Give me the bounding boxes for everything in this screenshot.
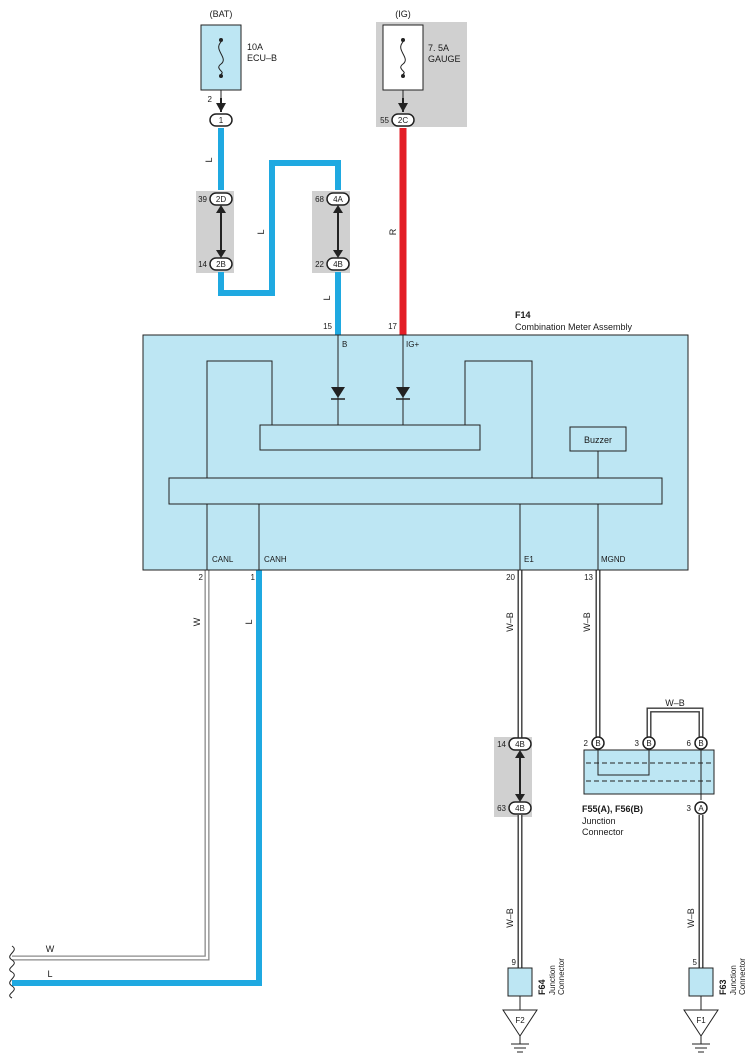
bat-source-label: (BAT) <box>210 9 233 19</box>
meter-pin-b: 15 <box>323 322 332 331</box>
meter-inner-block <box>259 424 481 451</box>
ig-fuse: (IG) 7. 5A GAUGE <box>382 9 461 102</box>
meter-name: Combination Meter Assembly <box>515 322 633 332</box>
meter-terminal-ig: IG+ <box>406 340 419 349</box>
meter-terminal-mgnd: MGND <box>601 555 626 564</box>
wire-break-l-icon <box>9 971 15 999</box>
ig-source-label: (IG) <box>395 9 411 19</box>
wire-label-f63: W–B <box>686 908 696 928</box>
meter-terminal-canl: CANL <box>212 555 234 564</box>
wire-label-l3: L <box>322 295 332 300</box>
f63-code: F63 <box>718 979 728 995</box>
junction-connector-f63: 5 F63 Junction Connector F1 <box>683 958 747 1053</box>
combination-meter-assembly: F14 Combination Meter Assembly 15 17 B I… <box>142 310 689 582</box>
junction-letter-p6: B <box>698 739 703 748</box>
meter-pin-canl: 2 <box>199 573 204 582</box>
meter-terminal-e1: E1 <box>524 555 534 564</box>
junction-pin-p3a: 3 <box>687 804 692 813</box>
inline-a-bot-id: 2B <box>216 260 226 269</box>
wire-label-bottom-l: L <box>47 969 52 979</box>
f63-pin: 5 <box>693 958 698 967</box>
wire-2b-to-4a <box>218 160 341 296</box>
inline-connector-b: 4A 4B 68 22 <box>315 192 350 271</box>
junction-letter-p3a: A <box>698 804 704 813</box>
diode-b-icon <box>331 387 345 398</box>
inline-c-top-id: 4B <box>515 740 525 749</box>
bat-fuse-name: ECU–B <box>247 53 277 63</box>
inline-b-top-id: 4A <box>333 195 343 204</box>
meter-bus-bar <box>168 477 663 505</box>
ig-fuse-name: GAUGE <box>428 54 461 64</box>
wire-canl <box>12 570 210 961</box>
bat-connector: 1 2 <box>208 95 233 127</box>
junction-code: F55(A), F56(B) <box>582 804 643 814</box>
f64-pin: 9 <box>512 958 517 967</box>
wire-label-bottom-w: W <box>46 944 55 954</box>
wire-label-l2: L <box>256 229 266 234</box>
wire-label-f64: W–B <box>505 908 515 928</box>
wire-canh <box>12 570 262 986</box>
ground-f1-icon <box>683 1009 719 1037</box>
inline-a-bot-pin: 14 <box>198 260 207 269</box>
buzzer-box <box>569 426 627 452</box>
f63-name-2: Connector <box>738 958 747 995</box>
buzzer-label: Buzzer <box>584 435 612 445</box>
meter-pin-canh: 1 <box>251 573 256 582</box>
ground-f1-label: F1 <box>696 1016 706 1025</box>
bat-fuse: (BAT) 10A ECU–B <box>200 9 277 102</box>
bat-fuse-amps: 10A <box>247 42 263 52</box>
inline-connector-c: 4B 4B 14 63 <box>497 737 532 815</box>
f64-code: F64 <box>537 979 547 995</box>
junction-letter-p2: B <box>595 739 600 748</box>
wire-label-w: W <box>192 617 202 626</box>
wire-break-w-icon <box>9 945 15 973</box>
inline-b-bot-id: 4B <box>333 260 343 269</box>
bat-connector-id: 1 <box>219 116 224 125</box>
meter-terminal-b: B <box>342 340 347 349</box>
junction-pin-p2: 2 <box>584 739 589 748</box>
ig-connector: 2C 55 <box>380 98 415 127</box>
meter-pin-mgnd: 13 <box>584 573 593 582</box>
wire-junction-top <box>646 707 704 737</box>
meter-pin-ig: 17 <box>388 322 397 331</box>
ig-connector-id: 2C <box>398 116 408 125</box>
wire-label-l1: L <box>204 157 214 162</box>
inline-a-top-id: 2D <box>216 195 226 204</box>
junction-pin-p6: 6 <box>687 739 692 748</box>
meter-pin-e1: 20 <box>506 573 515 582</box>
diode-ig-icon <box>396 387 410 398</box>
inline-a-top-pin: 39 <box>198 195 207 204</box>
f64-name-1: Junction <box>548 965 557 995</box>
junction-connector-f64: 9 F64 Junction Connector F2 <box>502 958 566 1053</box>
wire-label-mgnd: W–B <box>582 612 592 632</box>
bat-pin: 2 <box>208 95 213 104</box>
junction-connector-f55-f56: B B B A 2 3 6 3 F55(A), F56(B) Junction … <box>582 736 715 837</box>
junction-pin-p3: 3 <box>635 739 640 748</box>
junction-letter-p3: B <box>646 739 651 748</box>
ig-fuse-amps: 7. 5A <box>428 43 449 53</box>
junction-name-2: Connector <box>582 827 624 837</box>
f64-name-2: Connector <box>557 958 566 995</box>
meter-terminal-canh: CANH <box>264 555 287 564</box>
inline-c-top-pin: 14 <box>497 740 506 749</box>
junction-name-1: Junction <box>582 816 616 826</box>
inline-c-bot-id: 4B <box>515 804 525 813</box>
meter-code: F14 <box>515 310 531 320</box>
ground-f2-label: F2 <box>515 1016 525 1025</box>
wire-label-r: R <box>388 228 398 235</box>
inline-c-bot-pin: 63 <box>497 804 506 813</box>
inline-b-bot-pin: 22 <box>315 260 324 269</box>
ground-f2-icon <box>502 1009 538 1037</box>
ig-pin: 55 <box>380 116 389 125</box>
wire-label-canh: L <box>244 619 254 624</box>
inline-b-top-pin: 68 <box>315 195 324 204</box>
f63-name-1: Junction <box>729 965 738 995</box>
wire-label-e1: W–B <box>505 612 515 632</box>
inline-connector-a: 2D 2B 39 14 <box>198 192 233 271</box>
wire-label-jc-top: W–B <box>665 698 685 708</box>
